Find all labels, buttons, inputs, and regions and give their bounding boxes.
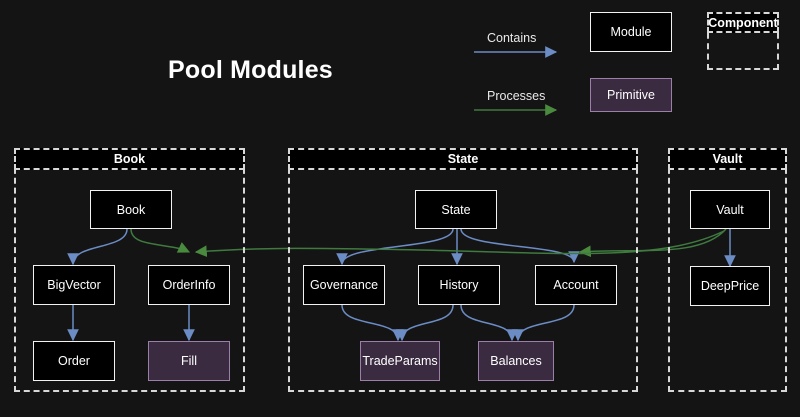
page-title: Pool Modules bbox=[168, 56, 333, 84]
group-vault-header: Vault bbox=[668, 148, 787, 170]
node-order[interactable]: Order bbox=[33, 341, 115, 381]
node-state[interactable]: State bbox=[415, 190, 497, 229]
edge-state-governance bbox=[336, 228, 454, 266]
edge-book-bigvector bbox=[67, 228, 128, 266]
legend-contains-label: Contains bbox=[487, 31, 537, 45]
edge-state-account bbox=[460, 228, 580, 264]
group-book-header: Book bbox=[14, 148, 245, 170]
node-fill[interactable]: Fill bbox=[148, 341, 230, 381]
edge-history-tradeparams bbox=[396, 304, 454, 342]
legend-module-box: Module bbox=[590, 12, 672, 52]
edge-book-orderinfo bbox=[130, 228, 191, 253]
node-vault[interactable]: Vault bbox=[690, 190, 770, 229]
legend-component-header: Component bbox=[707, 12, 779, 33]
edge-vault-orderinfo bbox=[194, 230, 725, 257]
node-account[interactable]: Account bbox=[535, 265, 617, 305]
edge-account-balances bbox=[512, 304, 575, 342]
legend-processes-label: Processes bbox=[487, 89, 546, 103]
node-bigvector[interactable]: BigVector bbox=[33, 265, 115, 305]
node-orderinfo[interactable]: OrderInfo bbox=[148, 265, 230, 305]
edge-history-balances bbox=[460, 304, 518, 342]
edge-governance-tradeparams bbox=[341, 304, 404, 342]
edge-vault-account bbox=[578, 228, 727, 258]
legend-primitive-box: Primitive bbox=[590, 78, 672, 112]
node-history[interactable]: History bbox=[418, 265, 500, 305]
group-state-header: State bbox=[288, 148, 638, 170]
node-book[interactable]: Book bbox=[90, 190, 172, 229]
node-governance[interactable]: Governance bbox=[303, 265, 385, 305]
node-deepprice[interactable]: DeepPrice bbox=[690, 266, 770, 306]
node-tradeparams[interactable]: TradeParams bbox=[360, 341, 440, 381]
node-balances[interactable]: Balances bbox=[478, 341, 554, 381]
